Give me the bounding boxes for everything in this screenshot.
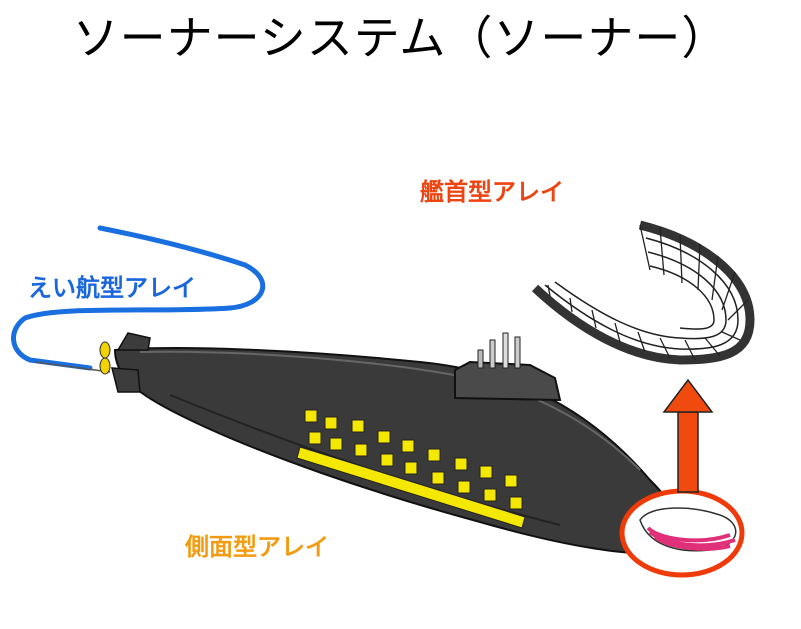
bow-highlight-ring <box>619 488 745 578</box>
periscope-3 <box>514 336 521 369</box>
stern-fin-upper <box>116 332 151 351</box>
flank-array-label: 側面型アレイ <box>185 533 329 561</box>
up-arrow-icon <box>662 378 714 493</box>
bow-dome-outline <box>639 507 737 552</box>
tow-line <box>34 361 111 373</box>
flank-array-panels <box>296 409 526 529</box>
bow-sonar-array <box>646 526 736 551</box>
towed-array-cable <box>11 225 266 371</box>
bow-array-label: 艦首型アレイ <box>420 178 564 206</box>
page-title: ソーナーシステム（ソーナー） <box>72 11 729 65</box>
bow-array-grid <box>531 220 755 365</box>
stern-fin-lower <box>111 367 141 393</box>
submarine <box>99 332 745 578</box>
periscope-1 <box>489 339 496 369</box>
propeller-icon <box>99 341 111 375</box>
submarine-hull <box>113 347 682 555</box>
submarine-sail <box>454 360 562 402</box>
towed-array-label: えい航型アレイ <box>28 274 196 302</box>
periscope-4 <box>477 349 484 369</box>
periscope-2 <box>502 332 509 369</box>
